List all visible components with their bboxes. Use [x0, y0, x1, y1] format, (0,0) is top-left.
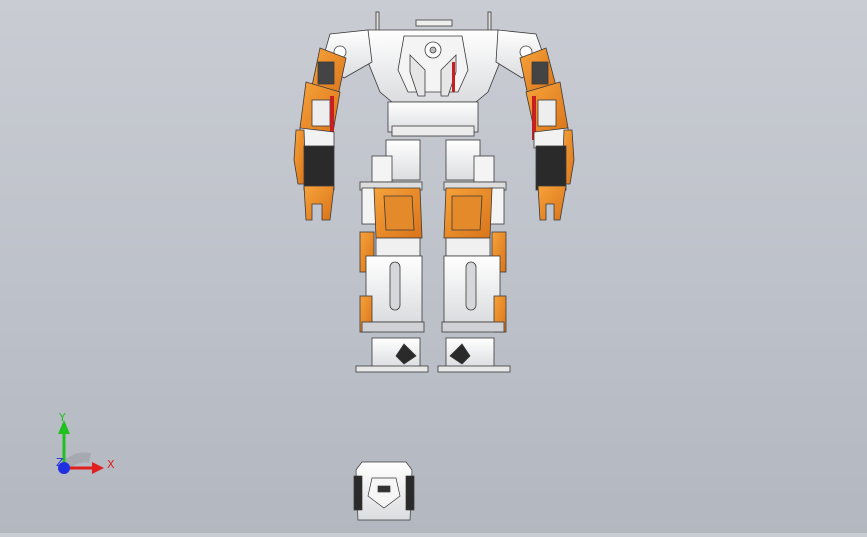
left-arm	[293, 29, 373, 221]
torso	[367, 29, 501, 137]
left-leg	[355, 181, 429, 373]
z-axis-dot	[58, 462, 70, 474]
right-leg	[437, 181, 511, 373]
detached-part-preview	[353, 461, 415, 521]
z-axis-label: Z	[56, 456, 64, 469]
right-arm	[495, 29, 575, 221]
hip-servos	[371, 139, 495, 183]
y-axis-head	[58, 420, 70, 434]
coordinate-triad: Y X Z	[56, 411, 115, 474]
x-axis-label: X	[107, 458, 115, 471]
y-axis-label: Y	[58, 411, 66, 424]
robot-assembly	[293, 11, 575, 373]
x-axis-head	[92, 462, 104, 474]
